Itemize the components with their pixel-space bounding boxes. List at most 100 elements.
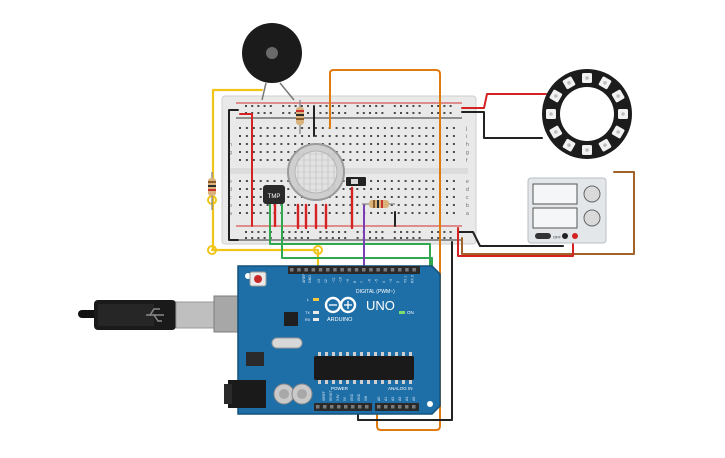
breadboard-hole[interactable] [397,196,400,198]
breadboard-hole[interactable] [418,212,421,214]
breadboard-hole[interactable] [397,143,400,145]
breadboard-hole[interactable] [266,212,269,214]
wire-black[interactable] [228,109,239,241]
breadboard-hole[interactable] [418,151,421,153]
breadboard-hole[interactable] [418,196,421,198]
breadboard-hole[interactable] [287,180,290,182]
breadboard-hole[interactable] [245,231,247,233]
breadboard-hole[interactable] [383,180,386,182]
breadboard-hole[interactable] [418,105,421,107]
header-pin[interactable] [391,405,395,409]
breadboard-hole[interactable] [363,127,366,129]
breadboard-hole[interactable] [319,237,322,239]
breadboard-hole[interactable] [259,159,262,161]
breadboard-hole[interactable] [404,188,407,190]
breadboard-hole[interactable] [411,151,414,153]
breadboard-hole[interactable] [425,196,428,198]
breadboard-hole[interactable] [321,204,324,206]
breadboard-hole[interactable] [300,237,303,239]
breadboard-hole[interactable] [363,188,366,190]
header-pin[interactable] [297,268,301,272]
breadboard-hole[interactable] [425,188,428,190]
breadboard-hole[interactable] [363,159,366,161]
breadboard-hole[interactable] [245,188,248,190]
breadboard-hole[interactable] [400,237,402,239]
breadboard-hole[interactable] [335,135,338,137]
breadboard-hole[interactable] [446,151,448,153]
breadboard-hole[interactable] [369,237,371,239]
breadboard-hole[interactable] [273,135,276,137]
breadboard-hole[interactable] [390,188,393,190]
breadboard-hole[interactable] [252,127,255,129]
breadboard-hole[interactable] [338,237,340,239]
breadboard-hole[interactable] [369,105,371,107]
breadboard-hole[interactable] [362,112,365,114]
breadboard-hole[interactable] [437,237,440,239]
breadboard-hole[interactable] [393,237,396,239]
power-switch[interactable] [535,233,551,239]
breadboard-hole[interactable] [431,231,433,233]
breadboard-hole[interactable] [383,212,386,214]
header-pin[interactable] [311,268,316,272]
breadboard-hole[interactable] [383,127,386,129]
breadboard-hole[interactable] [443,237,446,239]
breadboard-hole[interactable] [266,204,269,206]
breadboard-hole[interactable] [383,159,386,161]
breadboard-hole[interactable] [257,112,260,114]
breadboard-hole[interactable] [294,127,297,129]
breadboard-hole[interactable] [288,112,291,114]
breadboard-hole[interactable] [328,135,331,137]
breadboard-hole[interactable] [252,188,255,190]
breadboard-hole[interactable] [411,196,414,198]
breadboard-hole[interactable] [406,237,409,239]
breadboard-hole[interactable] [404,159,407,161]
breadboard-hole[interactable] [383,196,386,198]
temperature-sensor[interactable]: TMP [263,185,285,204]
breadboard-hole[interactable] [356,151,359,153]
breadboard-hole[interactable] [377,196,379,198]
breadboard-hole[interactable] [443,105,446,107]
breadboard-hole[interactable] [370,188,373,190]
breadboard-hole[interactable] [252,180,255,182]
breadboard-hole[interactable] [425,180,428,182]
breadboard-hole[interactable] [331,105,334,107]
breadboard-hole[interactable] [349,212,352,214]
breadboard-hole[interactable] [383,135,386,137]
breadboard-hole[interactable] [266,135,269,137]
breadboard-hole[interactable] [342,135,345,137]
header-pin[interactable] [347,268,352,272]
breadboard-hole[interactable] [245,180,248,182]
breadboard-hole[interactable] [259,212,262,214]
breadboard-hole[interactable] [301,135,304,137]
breadboard-hole[interactable] [446,196,448,198]
breadboard-hole[interactable] [308,135,310,137]
breadboard-hole[interactable] [370,212,373,214]
breadboard-hole[interactable] [393,231,396,233]
breadboard-hole[interactable] [412,105,415,107]
header-pin[interactable] [290,268,294,272]
breadboard-hole[interactable] [397,180,400,182]
breadboard-hole[interactable] [245,204,248,206]
header-pin[interactable] [398,405,402,409]
breadboard-hole[interactable] [259,204,262,206]
header-pin[interactable] [412,405,416,409]
breadboard-hole[interactable] [301,143,304,145]
breadboard-hole[interactable] [411,212,414,214]
breadboard-hole[interactable] [266,143,269,145]
breadboard-hole[interactable] [425,143,428,145]
breadboard-hole[interactable] [400,231,402,233]
breadboard-hole[interactable] [251,237,254,239]
breadboard-hole[interactable] [338,112,340,114]
breadboard-hole[interactable] [342,212,345,214]
wire-yellow[interactable] [210,248,320,274]
breadboard-hole[interactable] [328,212,331,214]
breadboard-hole[interactable] [411,127,414,129]
breadboard-hole[interactable] [349,196,352,198]
breadboard-hole[interactable] [259,135,262,137]
breadboard-hole[interactable] [280,127,283,129]
usb-plug[interactable] [94,295,251,333]
breadboard-hole[interactable] [288,231,291,233]
breadboard-hole[interactable] [239,151,241,153]
breadboard-hole[interactable] [363,151,366,153]
